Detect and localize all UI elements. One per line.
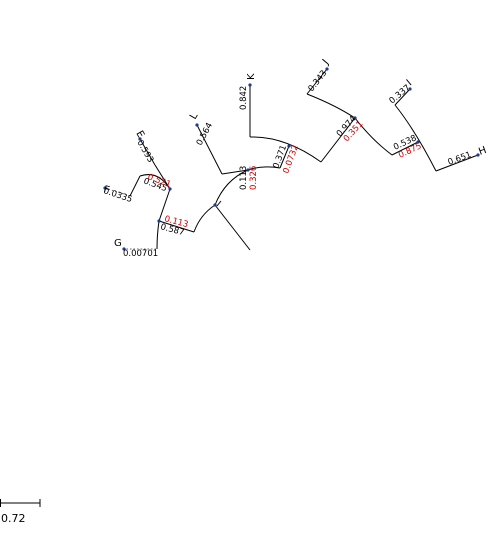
tip-label-k: K [246, 73, 257, 80]
tip-length-f: 0.0335 [102, 186, 133, 205]
tip-length-g: 0.00701 [123, 249, 158, 259]
clade-ef-arc [156, 220, 160, 250]
root-branch [214, 204, 251, 251]
branch-ef [158, 188, 171, 222]
scale-bar-label: 0.72 [1, 512, 26, 525]
tip-label-f: F [102, 184, 111, 196]
node-marker [353, 116, 357, 120]
node-marker [476, 153, 480, 157]
node-marker [157, 219, 161, 223]
branch-jih [320, 117, 356, 163]
tip-i-branch [394, 88, 411, 106]
internal-support-3: 0.326 [249, 166, 259, 190]
tip-length-e: 0.593 [134, 139, 155, 165]
tip-f-stem [129, 175, 141, 197]
clade-ih-arc [354, 117, 393, 156]
clade-ji-arc [306, 93, 356, 119]
clade-kj-arc [249, 136, 322, 163]
branch-efg [158, 220, 195, 233]
tip-length-j: 0.343 [306, 69, 329, 94]
tip-length-h: 0.651 [447, 150, 473, 168]
node-marker [287, 144, 291, 148]
tip-label-h: H [477, 145, 488, 158]
tip-label-e: E [133, 129, 146, 140]
node-marker [195, 123, 199, 127]
internal-length-3: 0.113 [239, 166, 249, 190]
tip-label-l: L [188, 111, 201, 122]
branch-kjih [279, 145, 290, 169]
tip-label-i: I [405, 78, 414, 88]
scale-bar: 0.72 [0, 499, 41, 525]
node-marker [138, 137, 142, 141]
main-arc [214, 169, 249, 206]
node-marker [416, 140, 420, 144]
tip-f-dotted [104, 187, 131, 197]
branch-ih [391, 141, 419, 156]
tip-h-branch [435, 154, 479, 172]
node-marker [248, 83, 252, 87]
tip-j-branch [306, 68, 328, 95]
clade-ih-inner-arc [394, 104, 437, 172]
tip-label-j: J [320, 58, 331, 68]
tip-e-branch [139, 138, 156, 166]
node-marker [168, 187, 172, 191]
node-marker [246, 168, 250, 172]
tip-l-stem [196, 124, 223, 175]
node-marker [122, 247, 126, 251]
node-markers [103, 67, 480, 251]
tip-label-g: G [114, 238, 122, 249]
tip-l-branch [221, 169, 249, 175]
node-marker [408, 87, 412, 91]
node-marker [325, 67, 329, 71]
tip-e-connector [154, 164, 171, 190]
tip-length-k: 0.842 [239, 86, 249, 110]
root-tick [216, 200, 222, 207]
node-marker [103, 186, 107, 190]
clade-efg-arc [193, 204, 216, 233]
node-marker [213, 203, 217, 207]
upper-arc [247, 166, 281, 171]
tip-length-i: 0.337 [388, 83, 413, 106]
